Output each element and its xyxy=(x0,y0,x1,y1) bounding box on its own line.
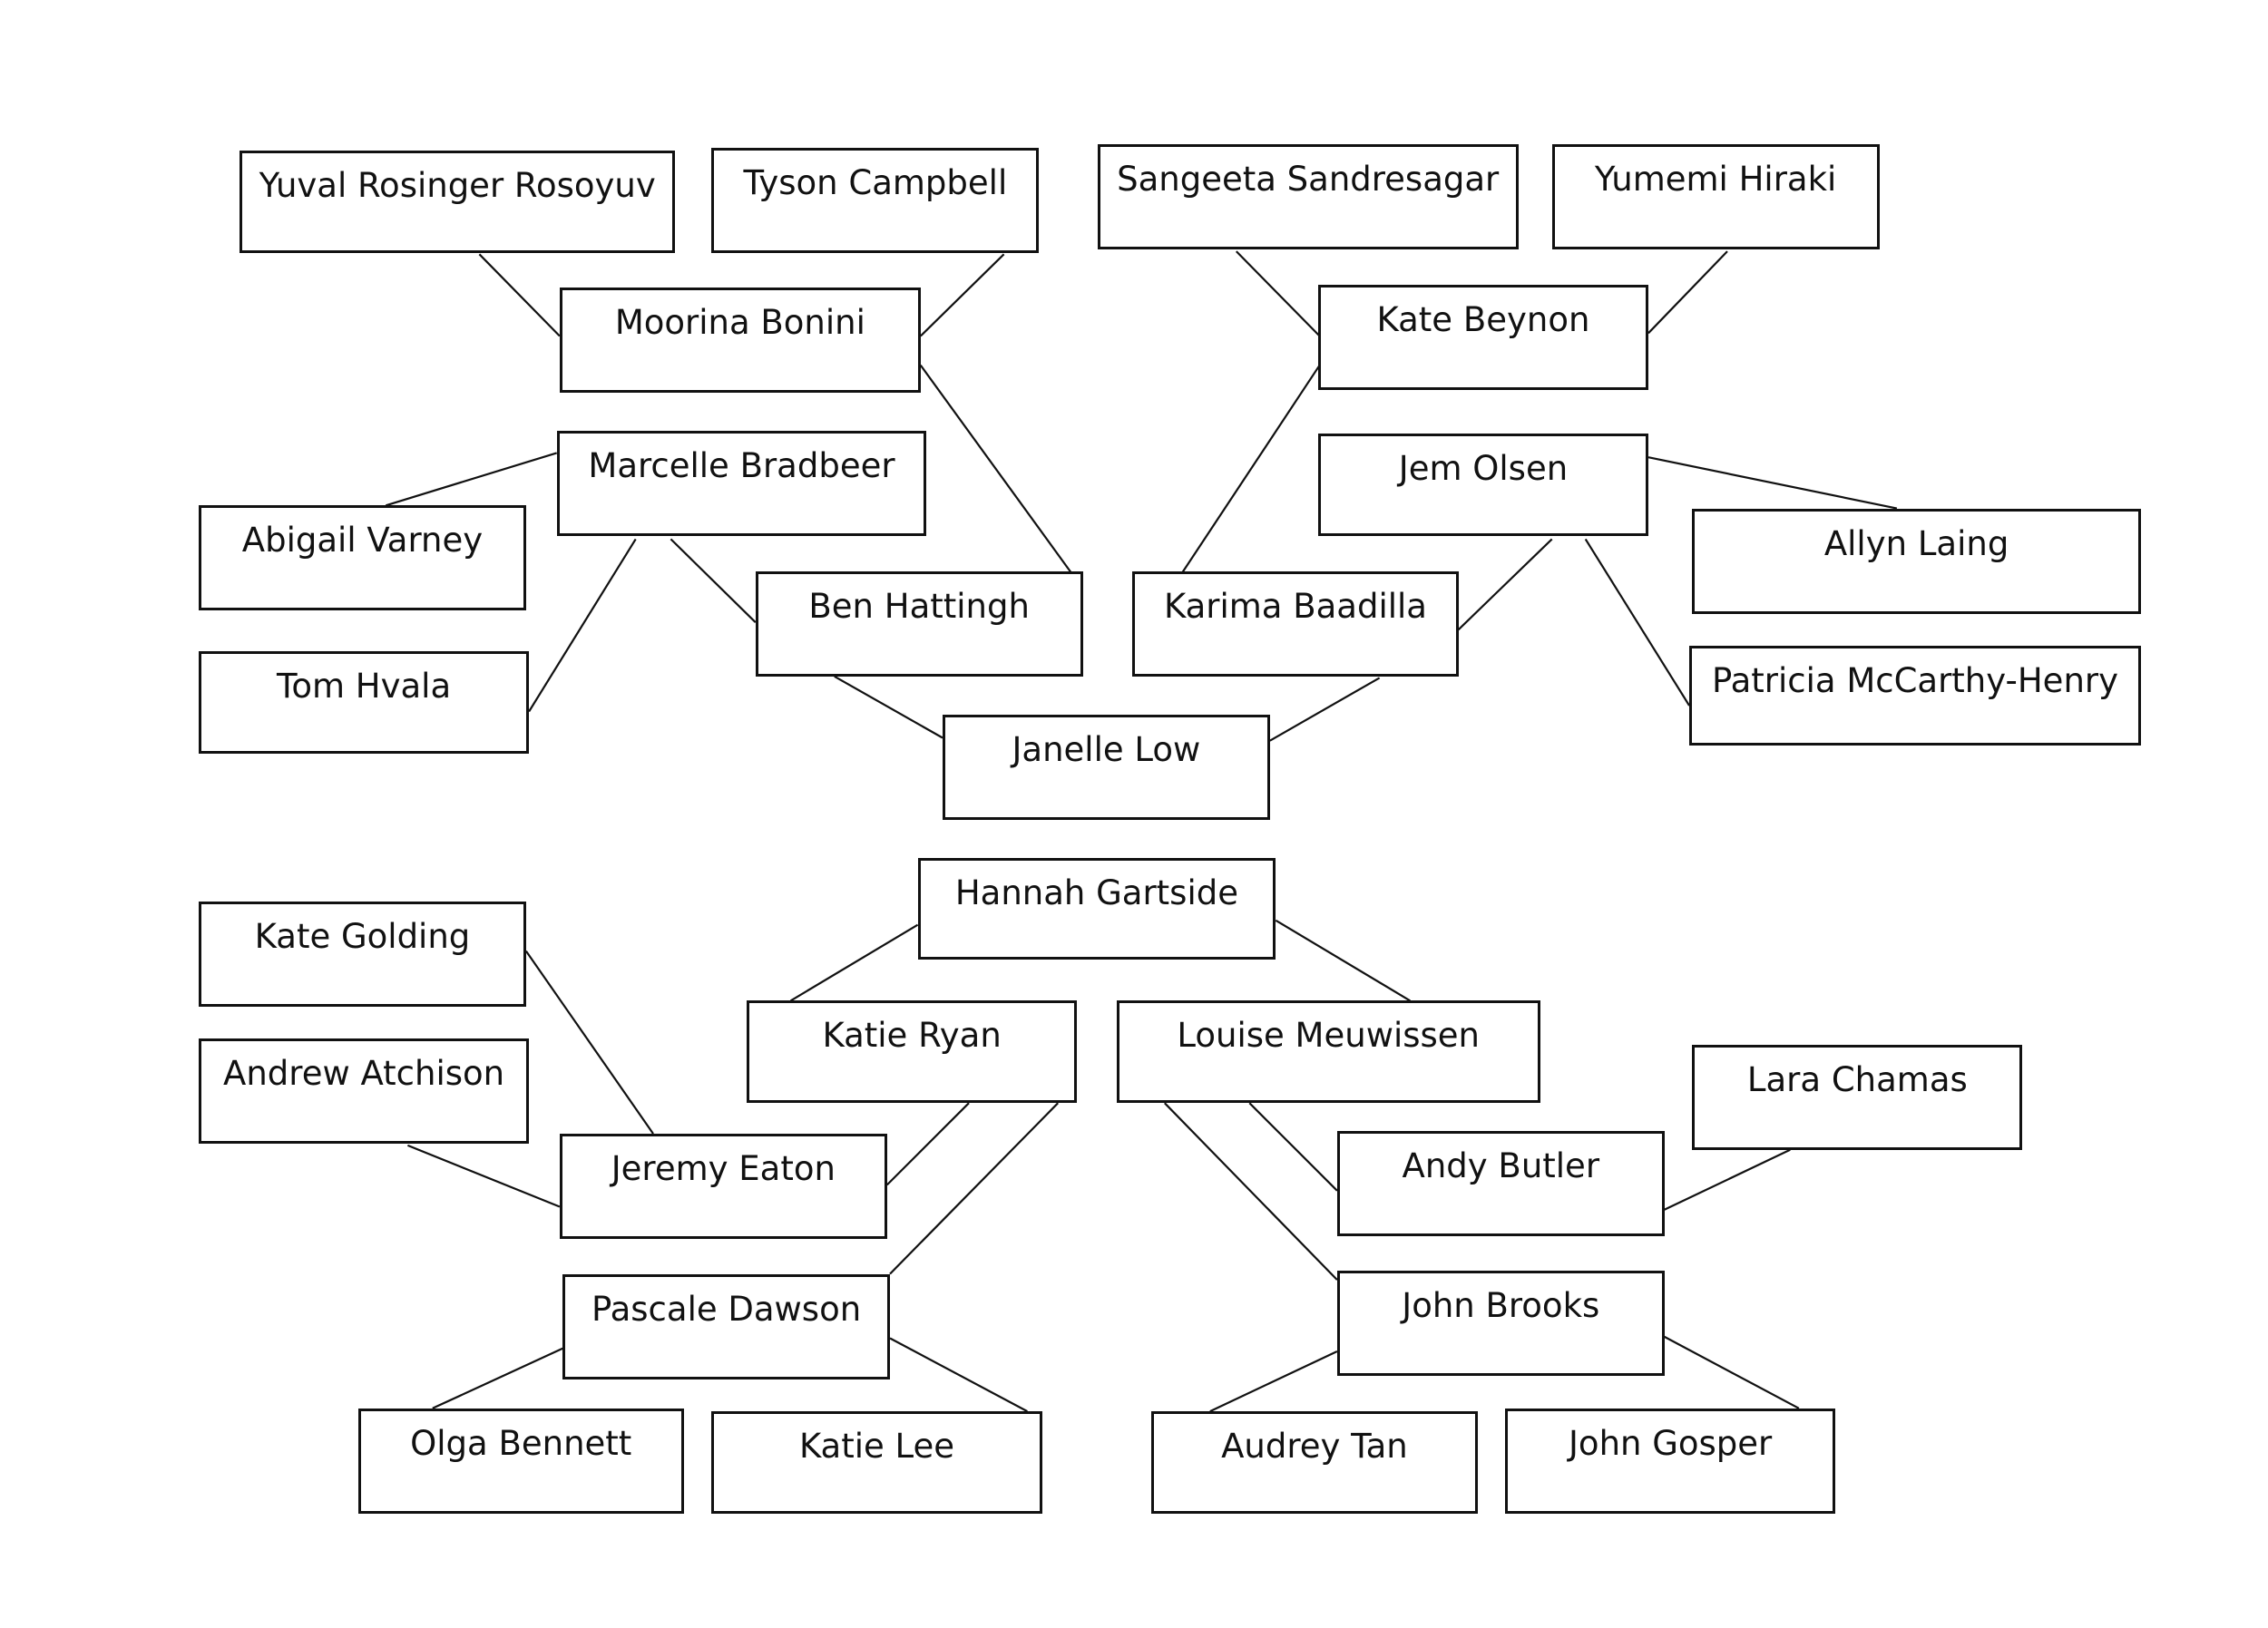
name-box-jem-olsen: Jem Olsen xyxy=(1317,434,1648,537)
name-box-moorina-bonini: Moorina Bonini xyxy=(559,288,921,394)
name-box-pascale-dawson: Pascale Dawson xyxy=(562,1273,890,1379)
name-box-lara-chamas: Lara Chamas xyxy=(1692,1044,2023,1150)
name-label: Moorina Bonini xyxy=(614,303,865,343)
name-label: Kate Beynon xyxy=(1376,300,1590,340)
connector-jeremy-eaton-to-katie-ryan xyxy=(886,1102,970,1186)
connector-kate-golding-to-jeremy-eaton xyxy=(524,950,654,1135)
name-label: Marcelle Bradbeer xyxy=(588,446,895,486)
name-box-john-brooks: John Brooks xyxy=(1336,1271,1665,1377)
name-box-janelle-low: Janelle Low xyxy=(942,714,1270,820)
name-box-ben-hattingh: Ben Hattingh xyxy=(755,570,1083,677)
name-label: Patricia McCarthy-Henry xyxy=(1711,660,2119,700)
connector-abigail-varney-to-marcelle-bradbeer xyxy=(385,452,558,507)
name-label: Andy Butler xyxy=(1402,1145,1600,1185)
name-label: John Brooks xyxy=(1402,1286,1600,1326)
name-label: Katie Lee xyxy=(798,1427,955,1467)
name-label: Abigail Varney xyxy=(241,521,484,561)
connector-patricia-mccarthy-henry-to-jem-olsen xyxy=(1584,538,1691,707)
name-label: Hannah Gartside xyxy=(954,872,1238,912)
name-box-tom-hvala: Tom Hvala xyxy=(199,651,530,755)
name-box-katie-lee: Katie Lee xyxy=(711,1411,1042,1514)
name-box-john-gosper: John Gosper xyxy=(1505,1408,1836,1514)
name-box-allyn-laing: Allyn Laing xyxy=(1692,508,2141,614)
name-label: Ben Hattingh xyxy=(808,586,1030,626)
connector-allyn-laing-to-jem-olsen xyxy=(1647,456,1898,510)
name-label: Allyn Laing xyxy=(1823,523,2009,563)
connector-tom-hvala-to-marcelle-bradbeer xyxy=(528,538,637,713)
connector-karima-baadilla-to-janelle-low xyxy=(1269,677,1381,742)
name-box-yumemi-hiraki: Yumemi Hiraki xyxy=(1551,144,1880,250)
connector-andy-butler-to-louise-meuwissen xyxy=(1248,1102,1338,1192)
name-label: Sangeeta Sandresagar xyxy=(1117,160,1500,200)
connector-sangeeta-sandresagar-to-kate-beynon xyxy=(1236,250,1321,337)
connector-tyson-campbell-to-moorina-bonini xyxy=(920,253,1005,337)
name-label: Olga Bennett xyxy=(410,1423,632,1463)
name-box-andy-butler: Andy Butler xyxy=(1336,1130,1665,1236)
name-box-hannah-gartside: Hannah Gartside xyxy=(917,857,1276,960)
name-label: Lara Chamas xyxy=(1746,1059,1968,1099)
connector-audrey-tan-to-john-brooks xyxy=(1209,1350,1338,1413)
name-box-karima-baadilla: Karima Baadilla xyxy=(1132,570,1459,677)
name-box-katie-ryan: Katie Ryan xyxy=(747,1000,1078,1104)
name-box-andrew-atchison: Andrew Atchison xyxy=(199,1038,530,1145)
name-label: Louise Meuwissen xyxy=(1177,1016,1480,1056)
connector-jem-olsen-to-karima-baadilla xyxy=(1457,538,1553,631)
name-box-yuval-rosinger-rosoyuv: Yuval Rosinger Rosoyuv xyxy=(240,150,676,253)
name-box-olga-bennett: Olga Bennett xyxy=(357,1408,684,1514)
name-label: Jeremy Eaton xyxy=(611,1149,836,1188)
name-box-audrey-tan: Audrey Tan xyxy=(1151,1411,1478,1514)
name-label: Tyson Campbell xyxy=(743,162,1008,202)
name-label: Janelle Low xyxy=(1012,729,1201,769)
connector-yuval-rosinger-rosoyuv-to-moorina-bonini xyxy=(478,253,561,337)
connector-john-gosper-to-john-brooks xyxy=(1664,1335,1800,1409)
name-label: Yumemi Hiraki xyxy=(1594,160,1837,200)
name-label: Pascale Dawson xyxy=(591,1289,862,1329)
connector-katie-lee-to-pascale-dawson xyxy=(889,1337,1028,1413)
connector-hannah-gartside-to-louise-meuwissen xyxy=(1275,919,1411,1002)
name-label: Katie Ryan xyxy=(822,1016,1002,1056)
name-box-kate-golding: Kate Golding xyxy=(199,901,526,1007)
connector-pascale-dawson-to-katie-ryan xyxy=(889,1102,1059,1275)
name-box-jeremy-eaton: Jeremy Eaton xyxy=(559,1134,887,1239)
name-box-tyson-campbell: Tyson Campbell xyxy=(711,147,1040,253)
name-label: Andrew Atchison xyxy=(223,1054,505,1094)
connector-ben-hattingh-to-janelle-low xyxy=(834,675,943,739)
connector-lara-chamas-to-andy-butler xyxy=(1664,1148,1791,1211)
name-box-sangeeta-sandresagar: Sangeeta Sandresagar xyxy=(1097,144,1519,250)
name-label: Karima Baadilla xyxy=(1163,586,1427,626)
connector-moorina-bonini-to-ben-hattingh xyxy=(919,365,1072,574)
connector-kate-beynon-to-karima-baadilla xyxy=(1181,365,1321,574)
name-box-kate-beynon: Kate Beynon xyxy=(1317,285,1648,391)
name-label: Kate Golding xyxy=(254,916,471,956)
name-label: John Gosper xyxy=(1569,1423,1773,1463)
name-label: Audrey Tan xyxy=(1221,1427,1408,1467)
connector-olga-bennett-to-pascale-dawson xyxy=(432,1347,563,1409)
name-box-abigail-varney: Abigail Varney xyxy=(199,505,526,611)
connector-hannah-gartside-to-katie-ryan xyxy=(789,923,919,1002)
connector-marcelle-bradbeer-to-ben-hattingh xyxy=(670,538,757,623)
name-box-louise-meuwissen: Louise Meuwissen xyxy=(1116,1000,1540,1104)
connector-yumemi-hiraki-to-kate-beynon xyxy=(1647,250,1728,335)
name-label: Yuval Rosinger Rosoyuv xyxy=(259,165,656,205)
connector-john-brooks-to-louise-meuwissen xyxy=(1164,1102,1338,1281)
name-label: Tom Hvala xyxy=(277,667,452,707)
connector-andrew-atchison-to-jeremy-eaton xyxy=(406,1144,561,1208)
name-box-patricia-mccarthy-henry: Patricia McCarthy-Henry xyxy=(1689,645,2141,746)
name-label: Jem Olsen xyxy=(1398,449,1569,489)
name-box-marcelle-bradbeer: Marcelle Bradbeer xyxy=(556,431,927,537)
